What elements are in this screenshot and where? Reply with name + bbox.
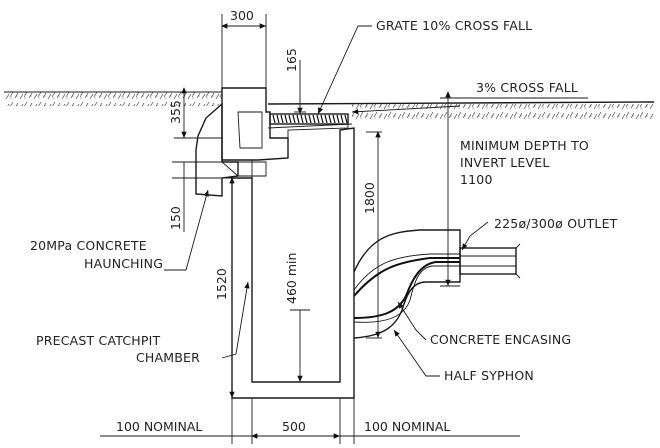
dim-bottom-mid: 500: [282, 419, 306, 434]
grate-bar: [316, 114, 320, 124]
label-encasing: CONCRETE ENCASING: [430, 332, 571, 347]
precast-chamber: [231, 127, 355, 399]
grate-bar: [296, 114, 300, 124]
grate-bar: [284, 114, 288, 124]
label-haunching-1: 20MPa CONCRETE: [30, 238, 147, 253]
grate-bar: [332, 114, 336, 124]
label-chamber-1: PRECAST CATCHPIT: [36, 333, 161, 348]
dim-grate-depth: 165: [284, 48, 299, 72]
grate-bar: [324, 114, 328, 124]
dim-bottom-right: 100 NOMINAL: [364, 419, 450, 434]
grate: [267, 113, 353, 129]
grate-bar: [340, 114, 344, 124]
label-grate: GRATE 10% CROSS FALL: [376, 18, 532, 33]
label-min-depth-2: INVERT LEVEL: [460, 155, 550, 170]
grate-bar: [300, 114, 304, 124]
grate-bar: [288, 114, 292, 124]
grate-bar: [304, 114, 308, 124]
dimension-lines: [100, 14, 520, 444]
label-cross-fall: 3% CROSS FALL: [476, 80, 578, 95]
label-chamber-2: CHAMBER: [136, 350, 200, 365]
grate-bar: [272, 114, 276, 124]
leader-lines: [164, 25, 588, 377]
kerb-inlet: [221, 87, 349, 161]
grate-bar: [276, 114, 280, 124]
label-min-depth-3: 1100: [460, 172, 493, 187]
grate-bar: [312, 114, 316, 124]
outlet-pipe: [353, 229, 521, 339]
label-min-depth-1: MINIMUM DEPTH TO: [460, 138, 589, 153]
grate-bar: [328, 114, 332, 124]
label-syphon: HALF SYPHON: [444, 368, 534, 383]
dim-bottom-left: 100 NOMINAL: [116, 419, 202, 434]
dim-top-width: 300: [230, 8, 254, 23]
label-outlet: 225ø/300ø OUTLET: [494, 216, 618, 231]
concrete-haunching: [195, 102, 267, 197]
dim-1520: 1520: [214, 268, 229, 300]
grate-bar: [336, 114, 340, 124]
dim-1800: 1800: [362, 182, 377, 214]
grate-bar: [308, 114, 312, 124]
grate-bar: [320, 114, 324, 124]
dim-355: 355: [168, 100, 183, 124]
grate-bar: [292, 114, 296, 124]
grate-bar: [344, 114, 348, 124]
grate-bar: [280, 114, 284, 124]
dim-150: 150: [168, 206, 183, 230]
label-haunching-2: HAUNCHING: [84, 256, 163, 271]
dim-460: 460 min: [284, 253, 299, 304]
